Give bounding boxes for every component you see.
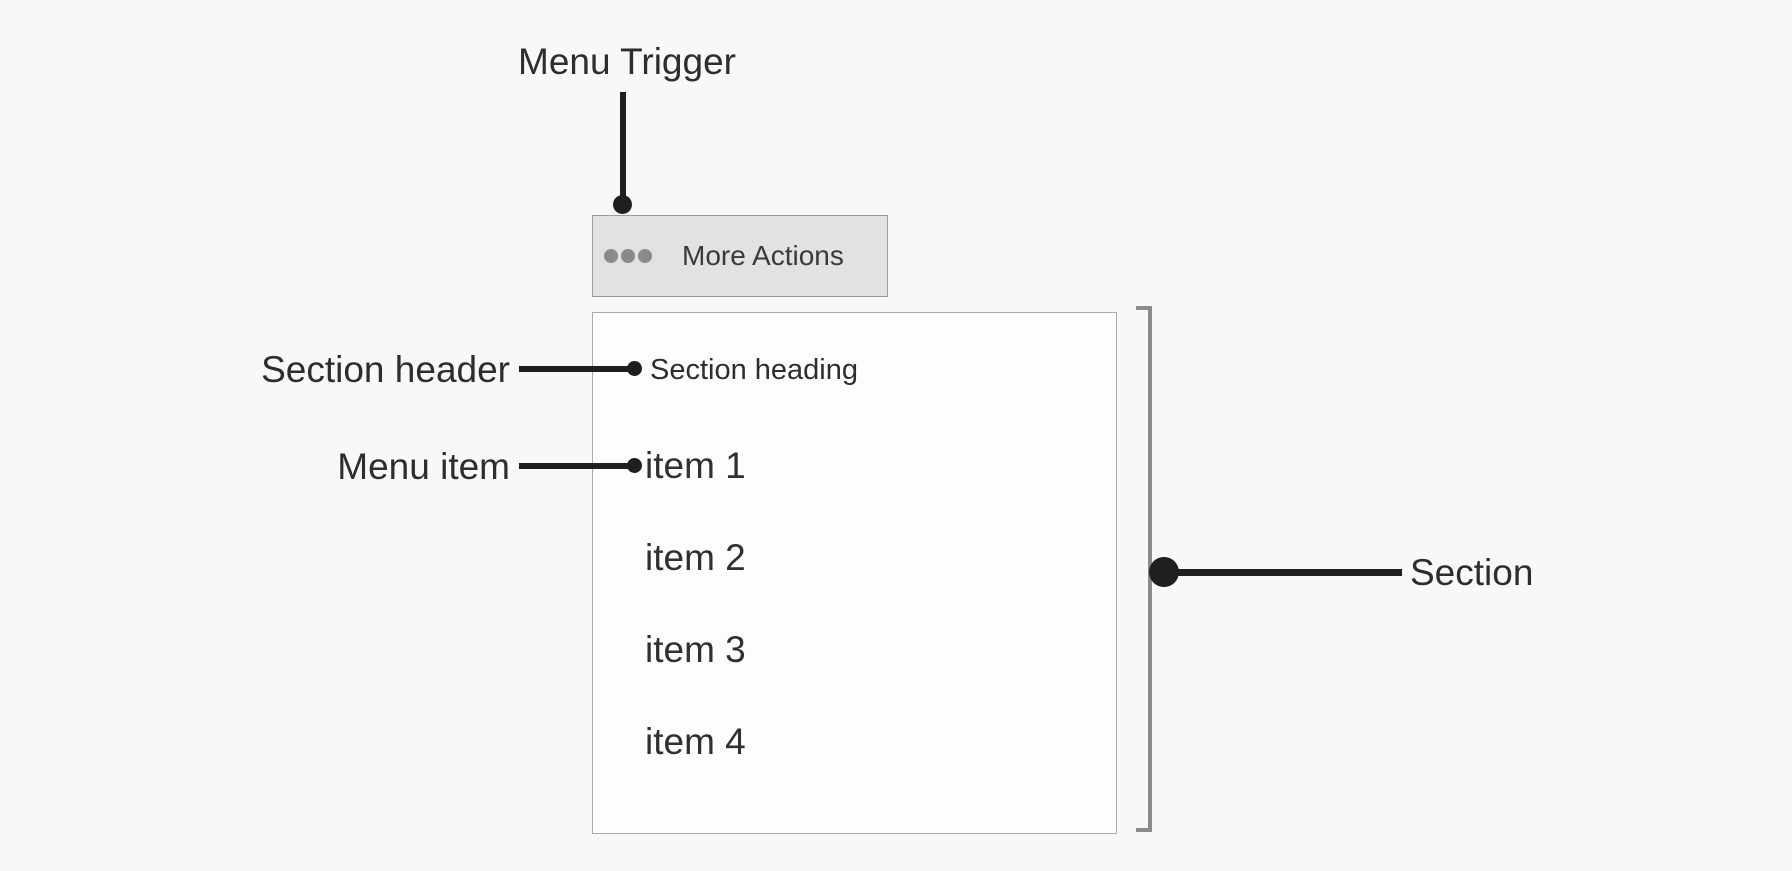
menu-item-4[interactable]: item 4	[645, 721, 746, 762]
menu-trigger-annotation-label: Menu Trigger	[518, 41, 736, 82]
menu-item-pointer-line	[519, 463, 635, 469]
ellipsis-icon	[604, 249, 652, 263]
menu-popover: Section heading item 1 item 2 item 3 ite…	[592, 312, 1117, 834]
section-pointer-line	[1178, 569, 1402, 576]
menu-item-3[interactable]: item 3	[645, 629, 746, 670]
more-actions-button[interactable]: More Actions	[592, 215, 888, 297]
more-actions-button-label: More Actions	[682, 240, 844, 271]
section-header-pointer-line	[519, 366, 635, 372]
menu-trigger-pointer-dot	[613, 195, 632, 214]
section-header-pointer-dot	[627, 361, 642, 376]
menu-item-1[interactable]: item 1	[645, 445, 746, 486]
section-heading: Section heading	[650, 354, 858, 386]
section-pointer-dot	[1149, 557, 1179, 587]
section-header-annotation-label: Section header	[261, 349, 510, 390]
menu-item-2[interactable]: item 2	[645, 537, 746, 578]
menu-trigger-pointer-line	[620, 92, 626, 198]
section-annotation-label: Section	[1410, 552, 1534, 593]
menu-item-pointer-dot	[627, 458, 642, 473]
menu-item-annotation-label: Menu item	[337, 446, 510, 487]
